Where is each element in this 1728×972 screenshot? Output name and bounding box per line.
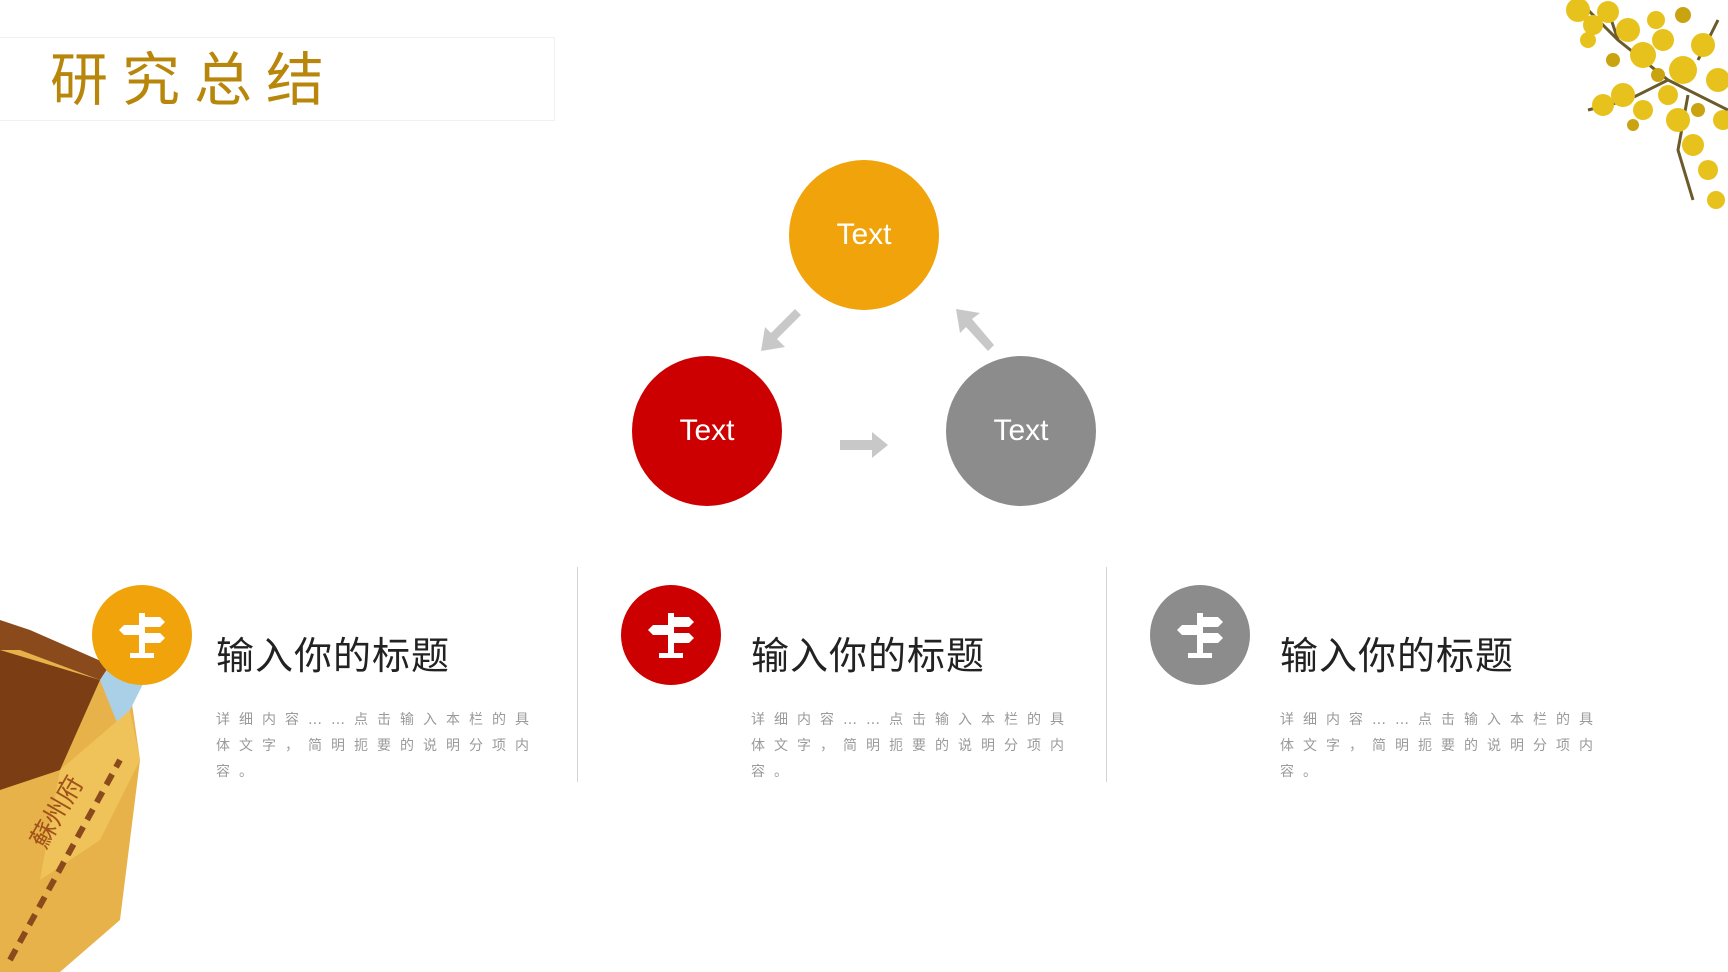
summary-column-2: 输入你的标题 详细内容……点击输入本栏的具体文字，简明扼要的说明分项内容。 xyxy=(621,585,1101,785)
signpost-icon xyxy=(92,585,192,685)
page-title: 研究总结 xyxy=(50,46,339,114)
arrow-up-left-icon xyxy=(956,309,994,351)
arrow-down-left-icon xyxy=(761,309,801,351)
cycle-node-label: Text xyxy=(836,218,892,251)
column-description: 详细内容……点击输入本栏的具体文字，简明扼要的说明分项内容。 xyxy=(1280,712,1602,780)
cycle-node-left: Text xyxy=(632,356,782,506)
column-description: 详细内容……点击输入本栏的具体文字，简明扼要的说明分项内容。 xyxy=(751,712,1073,780)
signpost-icon xyxy=(1150,585,1250,685)
column-divider xyxy=(1106,567,1107,782)
cycle-node-right: Text xyxy=(946,356,1096,506)
cycle-node-top: Text xyxy=(789,160,939,310)
arrow-right-icon xyxy=(840,432,888,458)
column-title: 输入你的标题 xyxy=(1280,634,1515,678)
cycle-node-label: Text xyxy=(679,414,735,447)
column-divider xyxy=(577,567,578,782)
title-box: 研究总结 xyxy=(0,37,555,121)
cycle-node-label: Text xyxy=(993,414,1049,447)
column-title: 输入你的标题 xyxy=(216,634,451,678)
ginkgo-branch-image xyxy=(1566,0,1728,209)
column-description: 详细内容……点击输入本栏的具体文字，简明扼要的说明分项内容。 xyxy=(216,712,538,780)
signpost-icon xyxy=(621,585,721,685)
summary-column-1: 输入你的标题 详细内容……点击输入本栏的具体文字，简明扼要的说明分项内容。 xyxy=(92,585,572,785)
column-title: 输入你的标题 xyxy=(751,634,986,678)
ancient-building-image: 蘇州府 xyxy=(0,620,150,972)
summary-column-3: 输入你的标题 详细内容……点击输入本栏的具体文字，简明扼要的说明分项内容。 xyxy=(1150,585,1630,785)
